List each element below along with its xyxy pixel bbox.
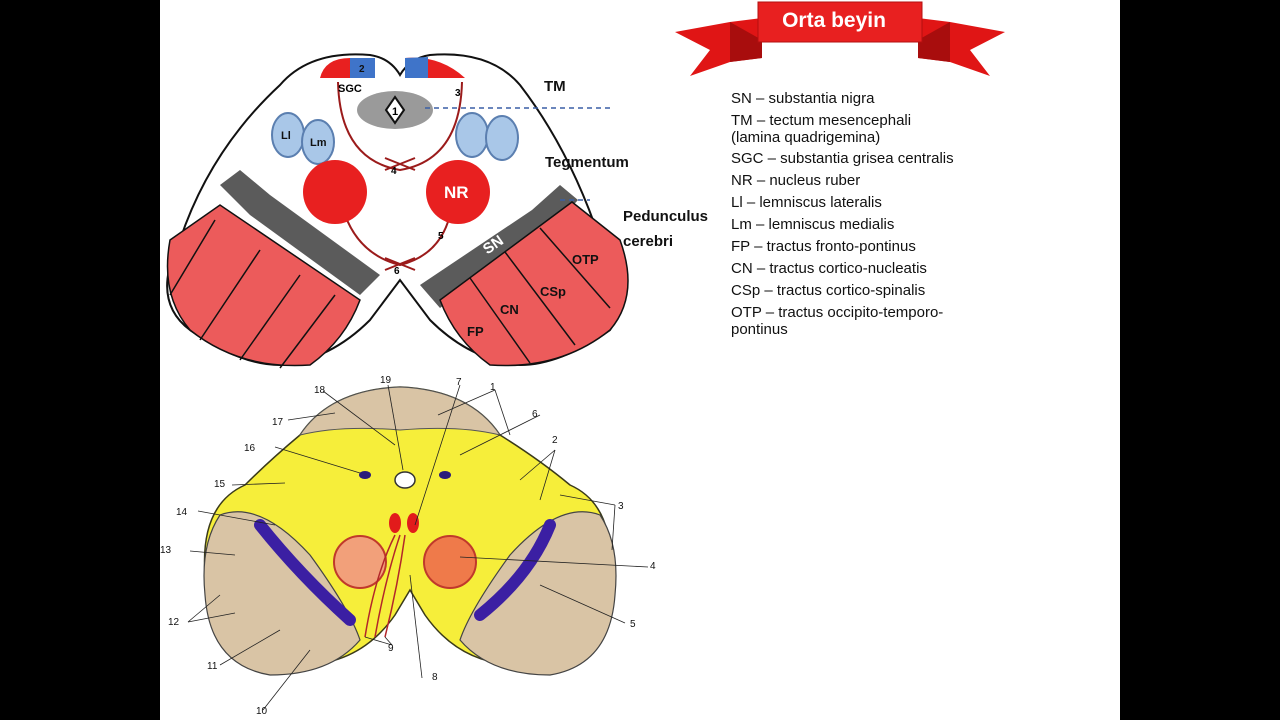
section-number-5: 5 xyxy=(630,619,636,630)
substantia-nigra-right xyxy=(420,185,578,308)
legend: SN – substantia nigra TM – tectum mesenc… xyxy=(731,90,1031,343)
section-number-6: 6 xyxy=(532,409,538,420)
dark-nucleus-right xyxy=(439,471,451,479)
schematic-number-2: 2 xyxy=(359,64,365,75)
section-number-4: 4 xyxy=(650,561,656,572)
schematic-number-6: 6 xyxy=(394,266,400,277)
tract-path-upper xyxy=(337,81,463,172)
midbrain-section-illustration: 1 2 3 4 5 6 7 8 9 10 11 12 13 14 15 16 1… xyxy=(160,375,656,717)
label-fp: FP xyxy=(467,324,484,339)
lemniscus-medialis-left xyxy=(301,119,335,165)
section-number-17: 17 xyxy=(272,417,284,428)
label-cerebri: cerebri xyxy=(623,233,674,250)
nucleus-ruber-left-section xyxy=(333,535,387,589)
label-lm: Lm xyxy=(310,137,327,149)
legend-item: Ll – lemniscus lateralis xyxy=(731,194,882,211)
substantia-nigra-left xyxy=(220,170,380,295)
oculomotor-fibers xyxy=(364,534,406,638)
aqueduct xyxy=(384,95,406,125)
label-cn: CN xyxy=(500,302,519,317)
superior-colliculus-left-blue xyxy=(350,58,375,78)
legend-item: FP – tractus fronto-pontinus xyxy=(731,238,916,255)
label-tegmentum: Tegmentum xyxy=(545,154,629,171)
nucleus-ruber-right xyxy=(426,160,490,224)
section-number-10: 10 xyxy=(256,706,268,717)
oculomotor-nucleus-right xyxy=(407,513,419,533)
legend-item: SN – substantia nigra xyxy=(731,90,875,107)
label-tm: TM xyxy=(544,78,566,95)
crus-cerebri-right xyxy=(439,201,629,367)
label-sgc: SGC xyxy=(338,83,362,95)
decussation-lower xyxy=(384,257,416,271)
legend-item: (lamina quadrigemina) xyxy=(731,129,881,146)
section-number-11: 11 xyxy=(207,661,218,672)
section-number-12: 12 xyxy=(168,617,180,628)
slide-title: Orta beyin xyxy=(782,9,886,32)
dark-nucleus-left xyxy=(359,471,371,479)
section-number-16: 16 xyxy=(244,443,256,454)
legend-item: CSp – tractus cortico-spinalis xyxy=(731,282,926,299)
nucleus-ruber-left xyxy=(303,160,367,224)
tectum-region xyxy=(298,386,502,436)
legend-item: CN – tractus cortico-nucleatis xyxy=(731,260,927,277)
cerebral-aqueduct xyxy=(394,471,416,489)
legend-item: OTP – tractus occipito-temporo- xyxy=(731,304,944,321)
legend-item: pontinus xyxy=(731,321,788,338)
section-number-19: 19 xyxy=(380,375,392,386)
midbrain-schematic: 1 2 3 4 5 6 SGC Ll Lm NR SN OTP CSp CN F… xyxy=(166,53,629,369)
title-ribbon xyxy=(675,1,1005,76)
label-ll: Ll xyxy=(281,130,291,142)
legend-item: SGC – substantia grisea centralis xyxy=(731,150,954,167)
schematic-number-1: 1 xyxy=(392,106,398,118)
section-number-18: 18 xyxy=(314,385,326,396)
nucleus-ruber-right-section xyxy=(423,535,477,589)
peduncle-left xyxy=(203,511,361,676)
section-number-3: 3 xyxy=(618,501,624,512)
substantia-nigra-purple-left xyxy=(254,519,356,626)
section-number-1: 1 xyxy=(490,382,496,393)
label-csp: CSp xyxy=(540,284,566,299)
decussation-upper xyxy=(384,157,416,171)
lemniscus-medialis-right xyxy=(455,112,489,158)
label-nr: NR xyxy=(444,183,469,202)
lemniscus-lateralis-right xyxy=(485,115,519,161)
substantia-nigra-purple-right xyxy=(474,519,556,621)
section-number-8: 8 xyxy=(432,672,438,683)
label-pedunculus: Pedunculus xyxy=(623,208,709,225)
section-number-2: 2 xyxy=(552,435,558,446)
legend-item: Lm – lemniscus medialis xyxy=(731,216,895,233)
schematic-number-4: 4 xyxy=(391,166,397,177)
legend-item: TM – tectum mesencephali xyxy=(731,112,912,129)
legend-item: NR – nucleus ruber xyxy=(731,172,861,189)
section-number-13: 13 xyxy=(160,545,172,556)
section-number-14: 14 xyxy=(176,507,188,518)
slide: Orta beyin xyxy=(160,0,1120,720)
section-number-7: 7 xyxy=(456,377,462,388)
schematic-number-5: 5 xyxy=(438,231,444,242)
oculomotor-nucleus-left xyxy=(389,513,401,533)
peduncle-right xyxy=(459,511,617,676)
schematic-number-3: 3 xyxy=(455,88,461,99)
superior-colliculus-right-blue xyxy=(405,57,428,78)
section-number-9: 9 xyxy=(388,643,394,654)
section-number-15: 15 xyxy=(214,479,226,490)
label-otp: OTP xyxy=(572,252,599,267)
